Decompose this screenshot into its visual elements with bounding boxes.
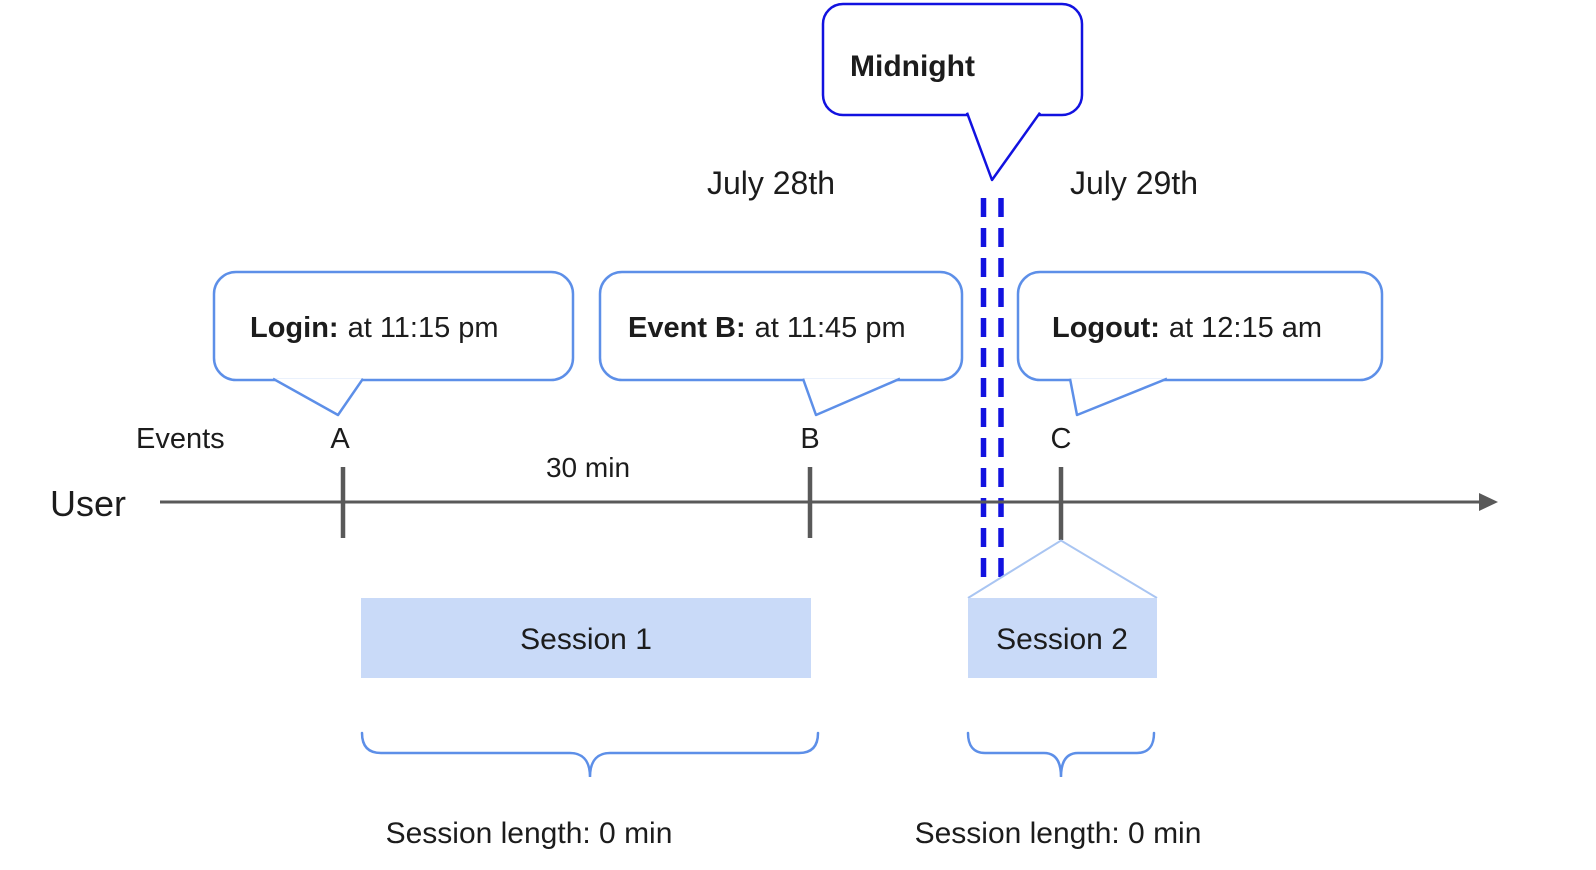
session2-connector-lines bbox=[967, 539, 1158, 599]
logout-callout: Logout: at 12:15 am bbox=[1016, 270, 1384, 417]
session1-box bbox=[361, 598, 811, 678]
user-row-label: User bbox=[50, 483, 126, 524]
logout-bubble-tail bbox=[1068, 377, 1168, 417]
event-b-bubble bbox=[598, 270, 964, 382]
date-label-july-29: July 29th bbox=[1070, 165, 1198, 201]
login-label: Login: bbox=[250, 312, 339, 344]
logout-time: at 12:15 am bbox=[1169, 312, 1322, 344]
events-row-label: Events bbox=[136, 423, 225, 455]
login-text: Login: at 11:15 pm bbox=[250, 312, 499, 344]
session1-label: Session 1 bbox=[520, 623, 652, 656]
logout-text: Logout: at 12:15 am bbox=[1052, 312, 1322, 344]
interval-label-30min: 30 min bbox=[546, 452, 630, 483]
login-time: at 11:15 pm bbox=[348, 312, 499, 344]
event-b-callout: Event B: at 11:45 pm bbox=[598, 270, 964, 417]
login-bubble-tail bbox=[272, 377, 365, 417]
timeline-axis bbox=[160, 467, 1498, 540]
timeline-arrowhead-icon bbox=[1479, 493, 1498, 511]
logout-bubble bbox=[1016, 270, 1384, 382]
login-callout: Login: at 11:15 pm bbox=[212, 270, 575, 417]
session2-block: Session 2 bbox=[968, 598, 1157, 678]
event-marker-c: C bbox=[1051, 423, 1072, 455]
session1-length-label: Session length: 0 min bbox=[386, 817, 673, 850]
date-label-july-28: July 28th bbox=[707, 165, 835, 201]
session2-label: Session 2 bbox=[996, 623, 1128, 656]
session1-block: Session 1 bbox=[361, 598, 811, 678]
event-b-time: at 11:45 pm bbox=[755, 312, 906, 344]
midnight-callout: Midnight bbox=[821, 2, 1084, 182]
midnight-bubble-tail bbox=[965, 111, 1042, 182]
midnight-bubble bbox=[821, 2, 1084, 117]
logout-label: Logout: bbox=[1052, 312, 1160, 344]
event-b-text: Event B: at 11:45 pm bbox=[628, 312, 906, 344]
session2-length-label: Session length: 0 min bbox=[915, 817, 1202, 850]
session1-brace bbox=[360, 731, 820, 778]
event-marker-a: A bbox=[330, 423, 350, 455]
event-b-bubble-tail bbox=[801, 377, 901, 417]
event-marker-b: B bbox=[800, 423, 819, 455]
session2-brace bbox=[966, 731, 1156, 778]
midnight-label: Midnight bbox=[850, 50, 975, 83]
event-b-label: Event B: bbox=[628, 312, 746, 344]
login-bubble bbox=[212, 270, 575, 382]
session2-box bbox=[968, 598, 1157, 678]
